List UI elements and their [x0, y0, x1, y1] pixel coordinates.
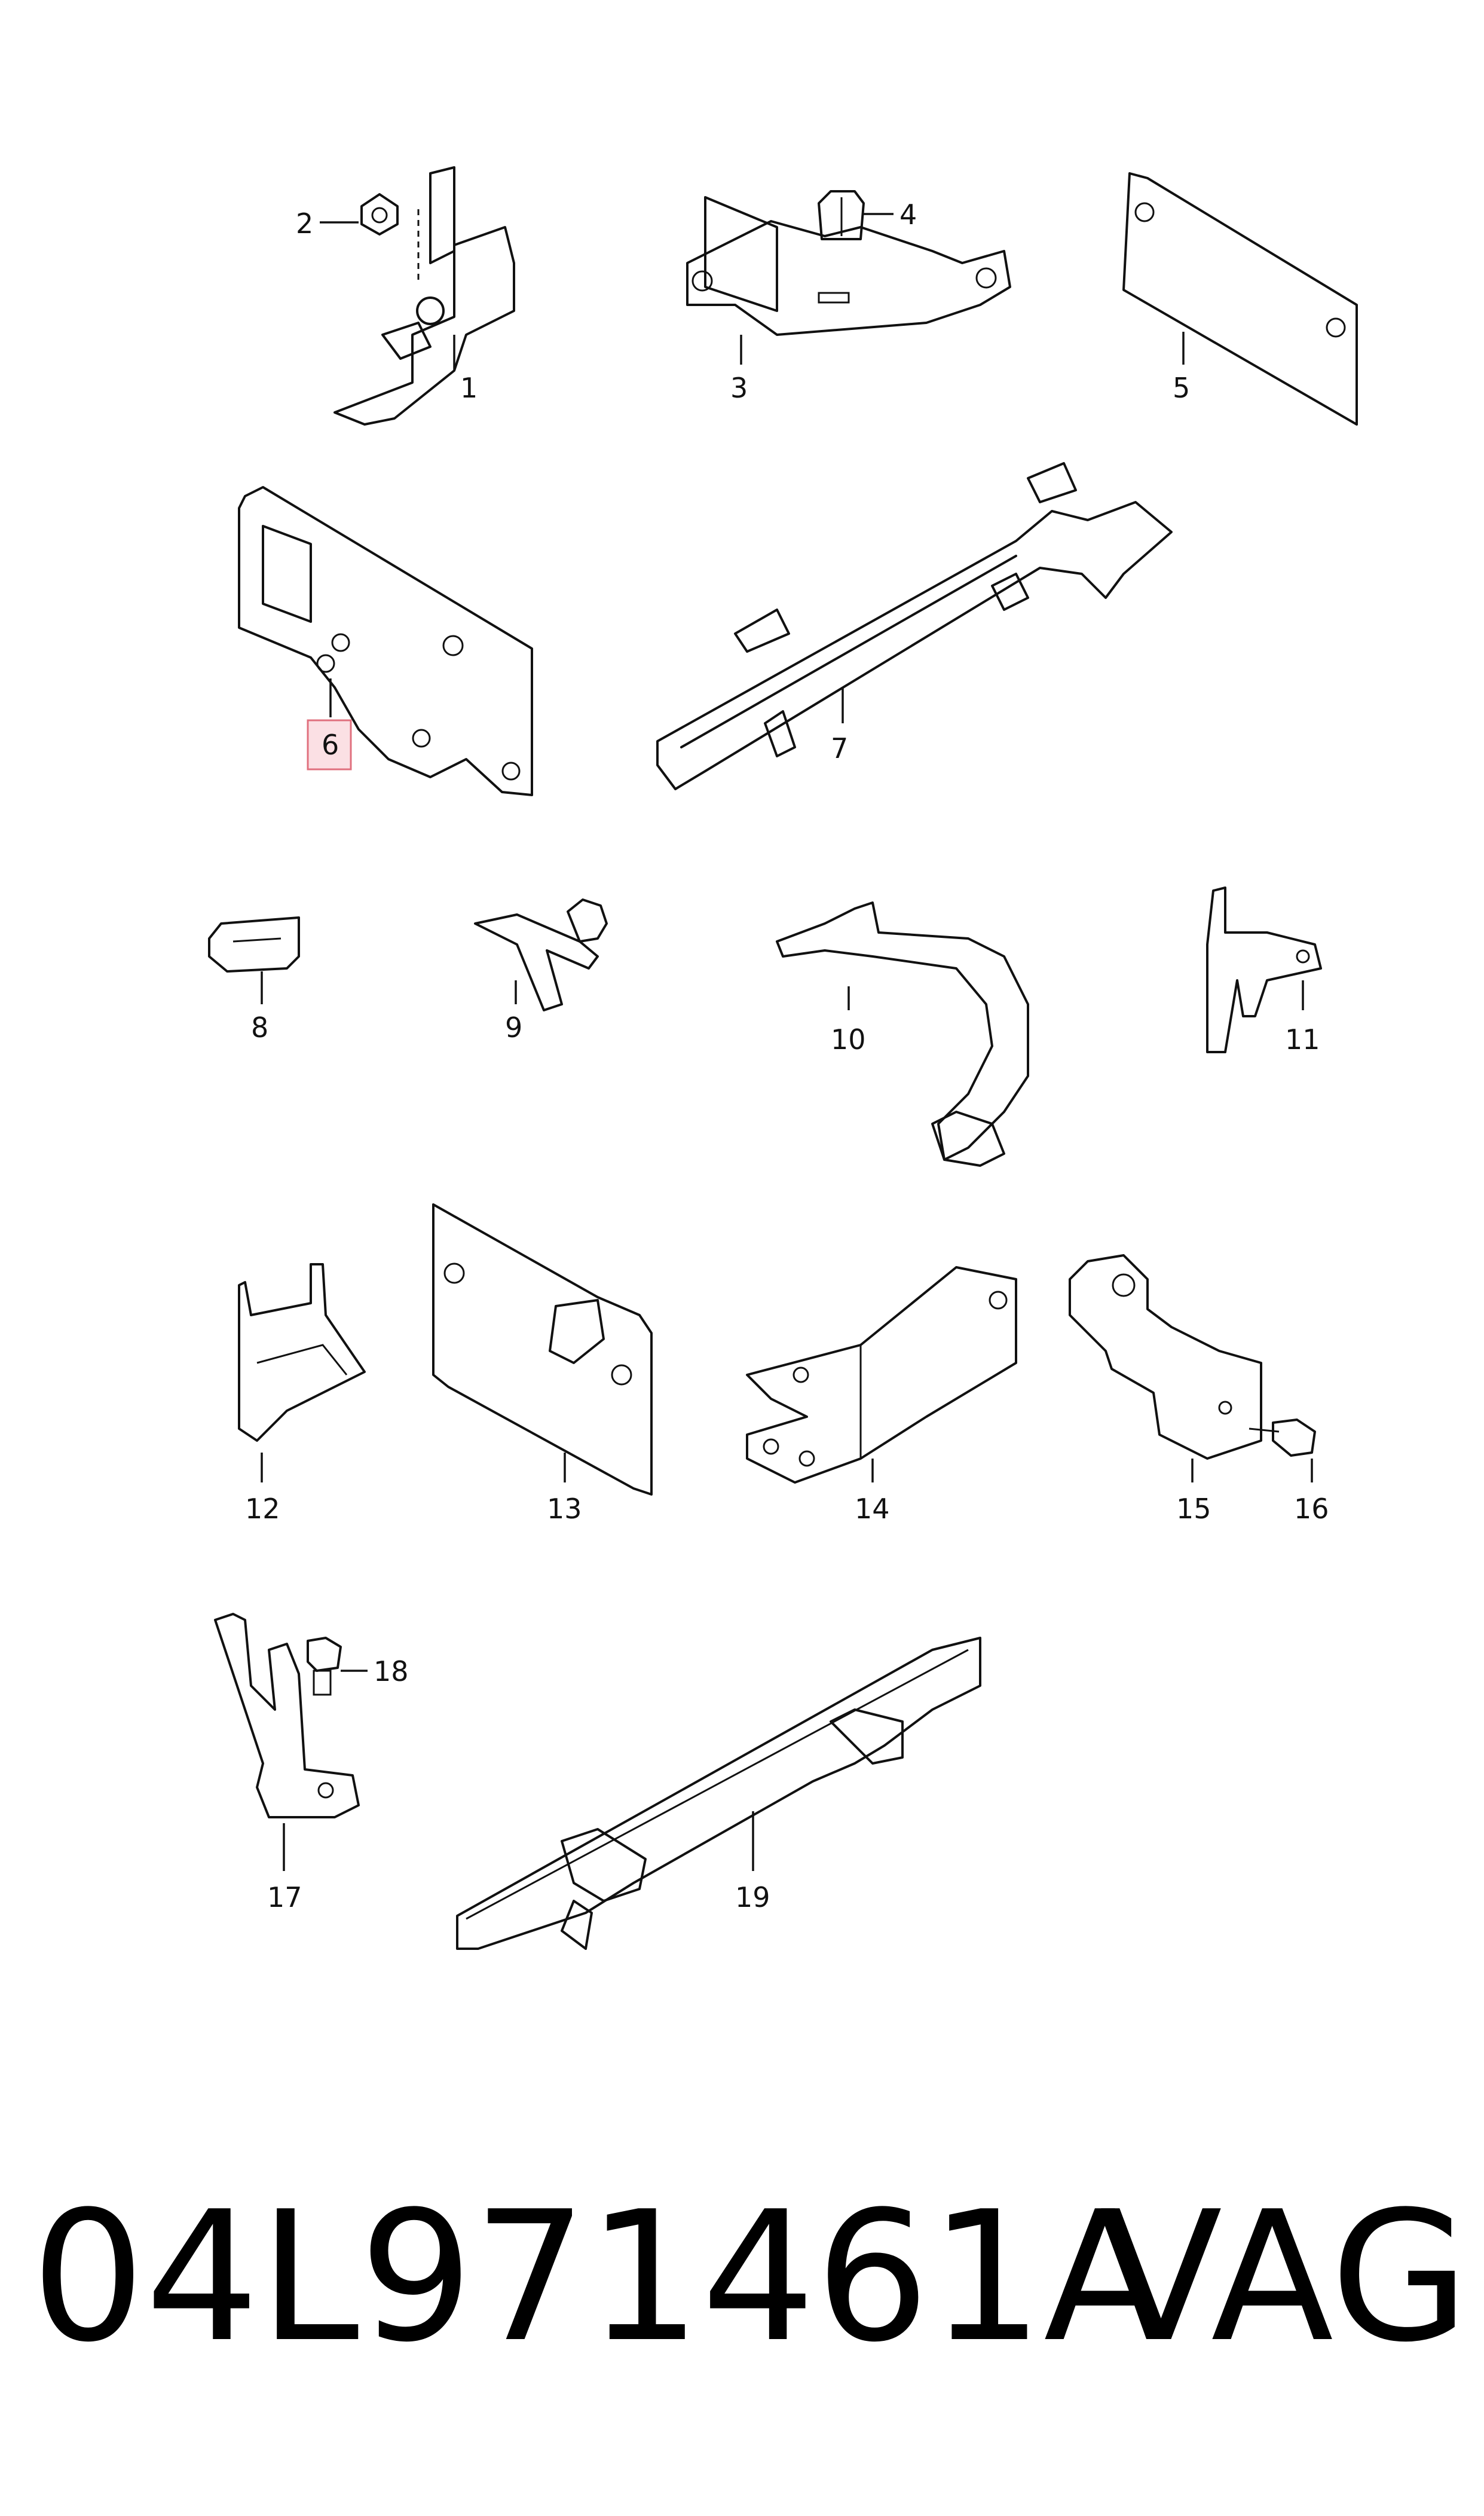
part-18-bolt: 18 — [307, 1637, 409, 1696]
callout-1: 1 — [460, 372, 478, 404]
callout-5: 5 — [1173, 372, 1190, 404]
callout-2: 2 — [296, 207, 313, 240]
callout-11: 11 — [1285, 1023, 1320, 1056]
callout-6-highlight — [307, 719, 352, 771]
callout-6: 6 — [322, 729, 339, 761]
callout-3: 3 — [730, 372, 748, 404]
part-number: 04L971461A — [31, 2173, 1167, 2382]
part-11-bracket: 11 — [1206, 886, 1322, 1056]
part-7-harness-rail: 7 — [656, 462, 1173, 790]
part-1-bracket: 1 — [333, 166, 515, 426]
callout-14: 14 — [855, 1493, 890, 1525]
callout-4: 4 — [899, 198, 917, 231]
callout-10: 10 — [831, 1023, 866, 1056]
callout-12: 12 — [245, 1493, 280, 1525]
callout-18: 18 — [374, 1655, 409, 1687]
callout-9: 9 — [505, 1011, 522, 1044]
brand-name: VAG — [1100, 2173, 1470, 2382]
part-5-plate: 5 — [1122, 172, 1358, 426]
part-13-plate: 13 — [432, 1203, 653, 1525]
part-17-holder: 17 — [214, 1613, 360, 1913]
callout-8: 8 — [251, 1011, 268, 1044]
part-8-clip: 8 — [208, 916, 300, 1044]
callout-13: 13 — [547, 1493, 582, 1525]
part-6-plate: 6 — [238, 486, 533, 796]
callout-15: 15 — [1176, 1493, 1211, 1525]
part-4-clip: 4 — [818, 190, 917, 240]
part-19-rail: 19 — [456, 1637, 981, 1950]
part-15-bracket: 15 — [1069, 1254, 1262, 1525]
callout-7: 7 — [831, 732, 848, 765]
callout-19: 19 — [735, 1881, 770, 1913]
part-10-curved-holder: 10 — [776, 901, 1029, 1167]
part-14-bracket: 14 — [746, 1266, 1017, 1525]
part-3-bracket: 3 — [686, 196, 1011, 404]
part-12-holder: 12 — [238, 1263, 366, 1525]
parts-diagram: 1 2 3 4 5 — [208, 166, 1358, 1950]
callout-17: 17 — [267, 1881, 302, 1913]
part-9-clip-plate: 9 — [474, 898, 608, 1044]
part-2-nut: 2 — [296, 193, 399, 240]
callout-16: 16 — [1294, 1493, 1329, 1525]
part-16-bolt: 16 — [1249, 1419, 1329, 1525]
